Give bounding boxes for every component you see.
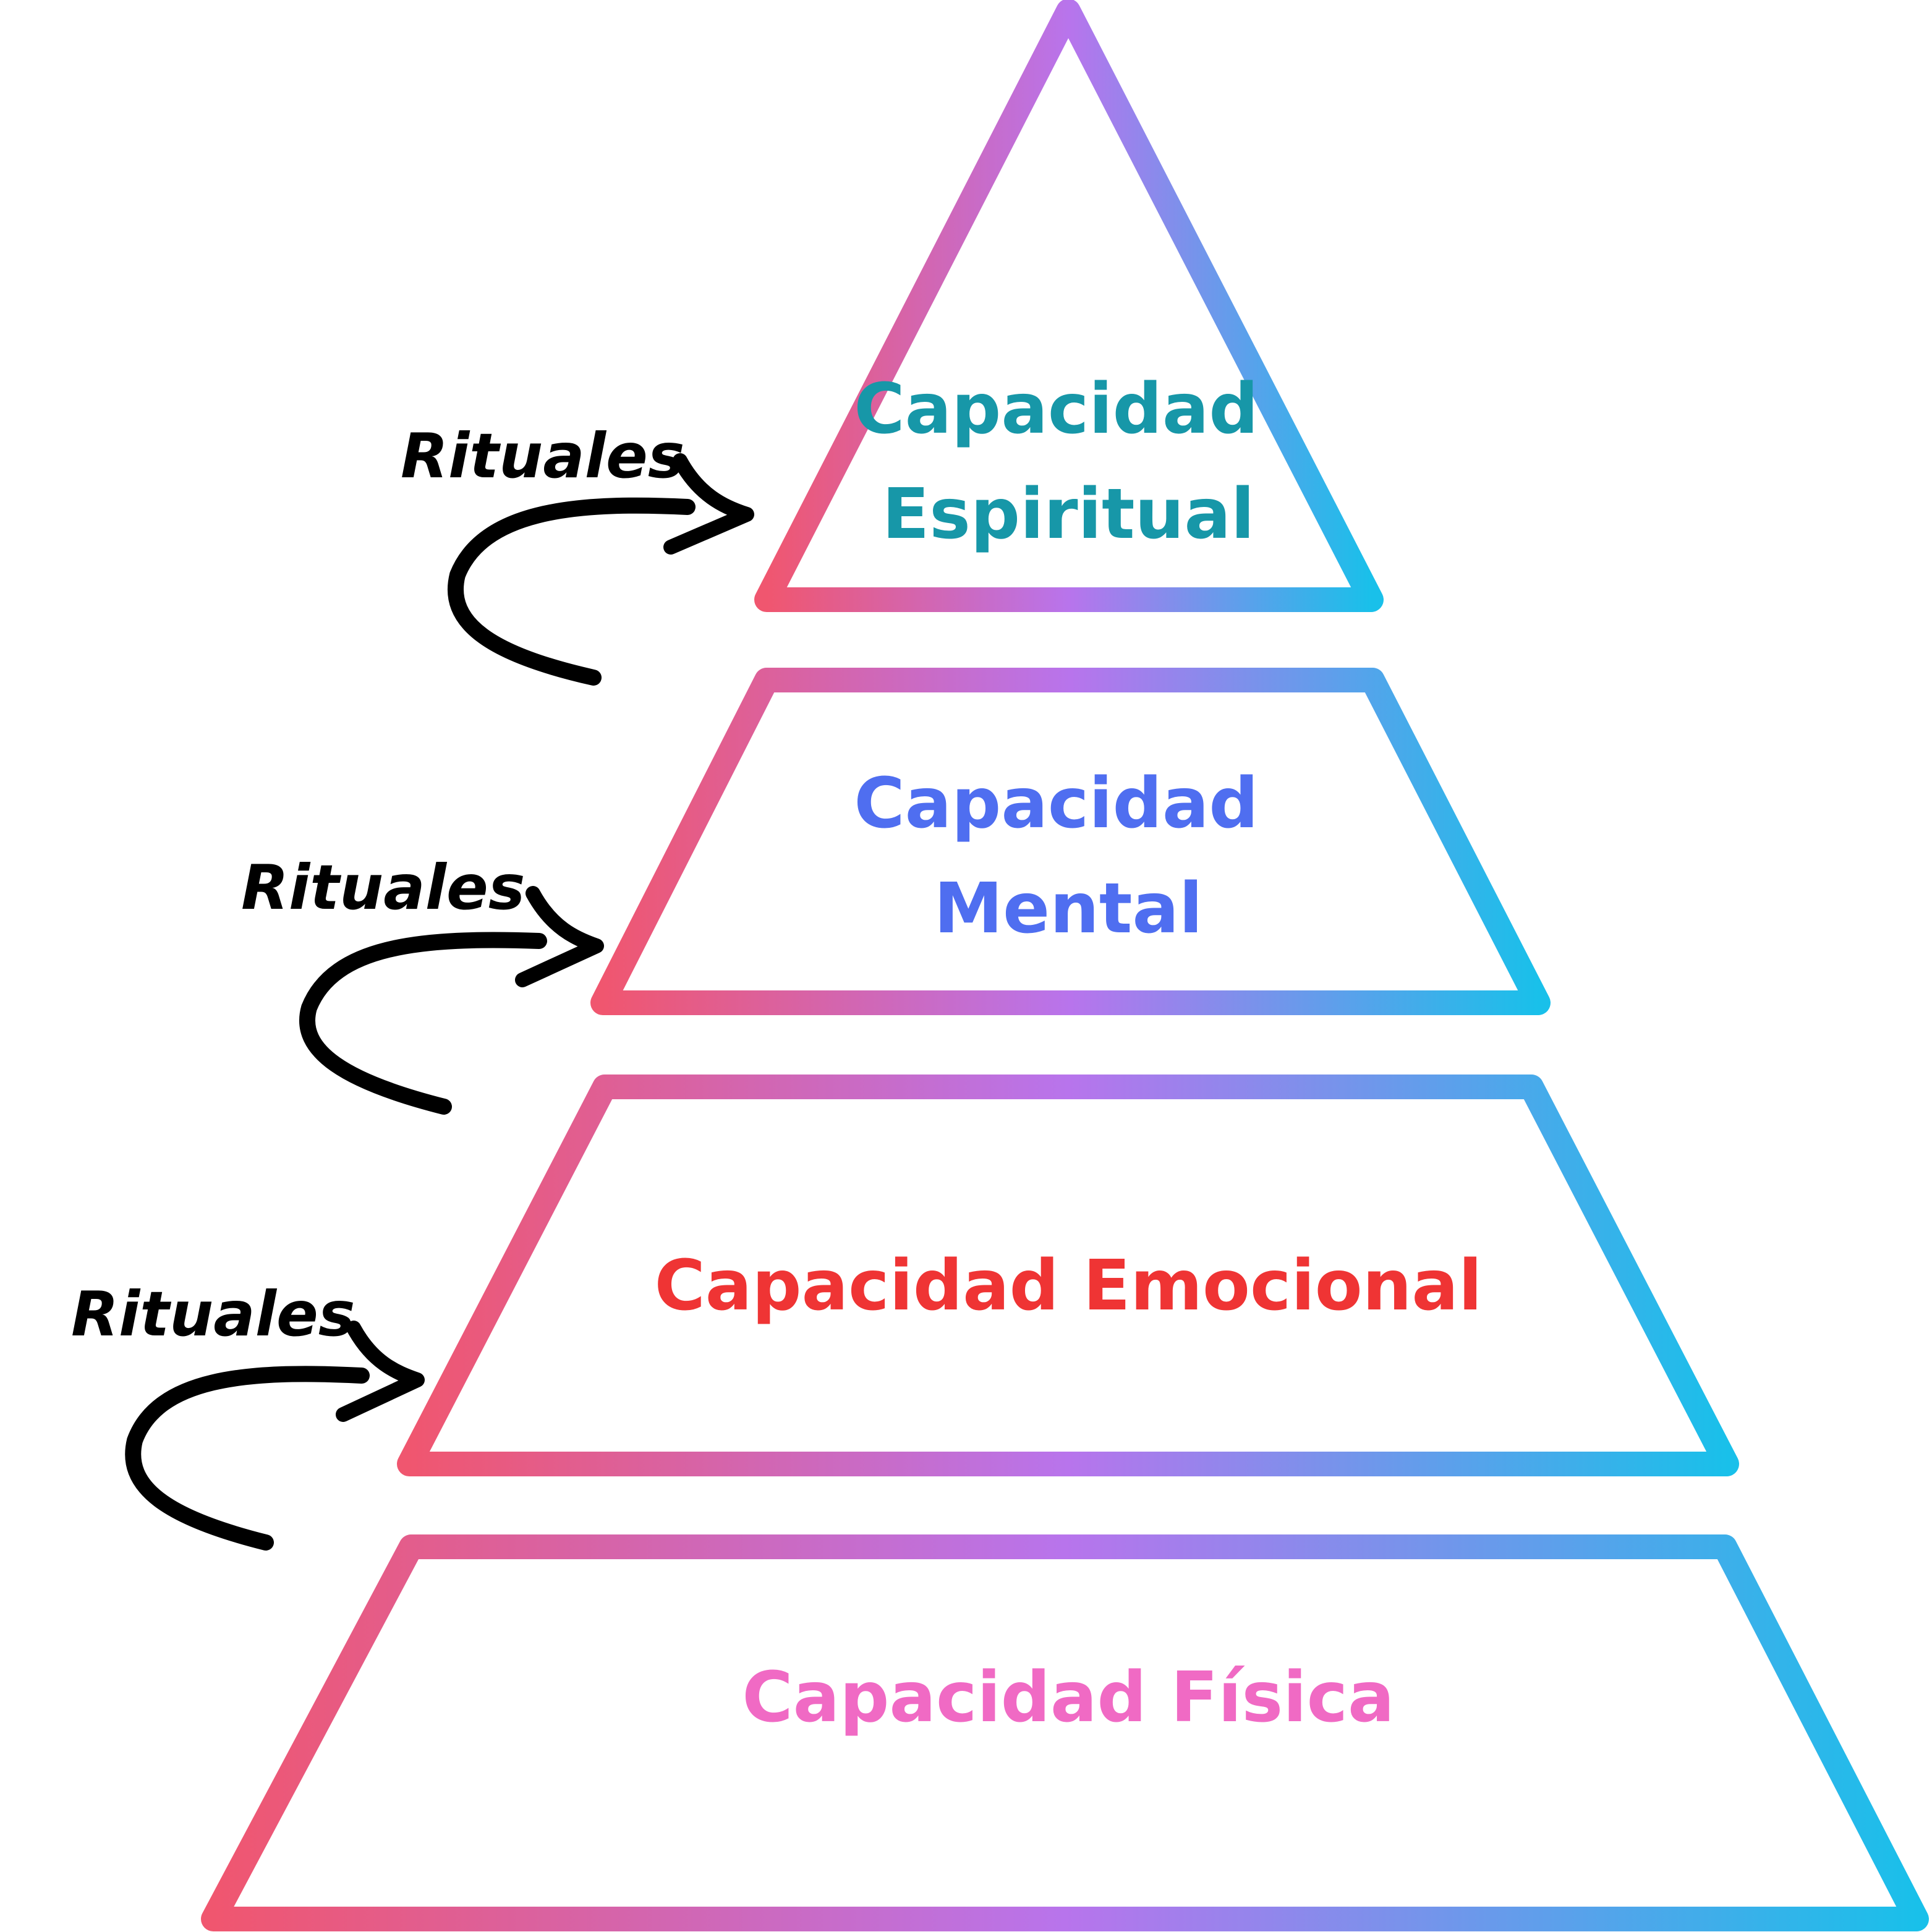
ritual-annotation-3: Rituales [71, 1278, 425, 1551]
level-line: Capacidad [854, 369, 1258, 449]
level-label-physical: Capacidad Física [742, 1658, 1394, 1738]
arrowhead-icon [663, 453, 754, 555]
curved-arrow-icon [125, 1366, 370, 1551]
pyramid-level-emotional: Capacidad Emocional [397, 1075, 1739, 1476]
level-label-emotional: Capacidad Emocional [655, 1246, 1483, 1326]
ritual-annotation-1: Rituales [401, 420, 754, 686]
arrowhead-icon [515, 886, 604, 987]
level-label-spiritual: Capacidad Espiritual [854, 369, 1282, 555]
level-label-mental: Capacidad Mental [854, 764, 1282, 949]
ritual-label: Rituales [401, 420, 684, 492]
pyramid-level-spiritual: Capacidad Espiritual [754, 0, 1384, 612]
level-line: Capacidad Física [742, 1658, 1394, 1738]
curved-arrow-icon [448, 497, 696, 686]
ritual-label: Rituales [71, 1278, 355, 1350]
curved-arrow-icon [299, 932, 547, 1115]
level-line: Capacidad [854, 764, 1258, 844]
ritual-annotation-2: Rituales [241, 851, 604, 1115]
arrowhead-icon [336, 1321, 425, 1422]
ritual-label: Rituales [241, 851, 525, 924]
level-line: Capacidad Emocional [655, 1246, 1483, 1326]
level-line: Espiritual [882, 474, 1255, 555]
pyramid-level-physical: Capacidad Física [201, 1534, 1929, 1931]
pyramid-level-mental: Capacidad Mental [590, 668, 1551, 1015]
level-line: Mental [934, 869, 1203, 949]
